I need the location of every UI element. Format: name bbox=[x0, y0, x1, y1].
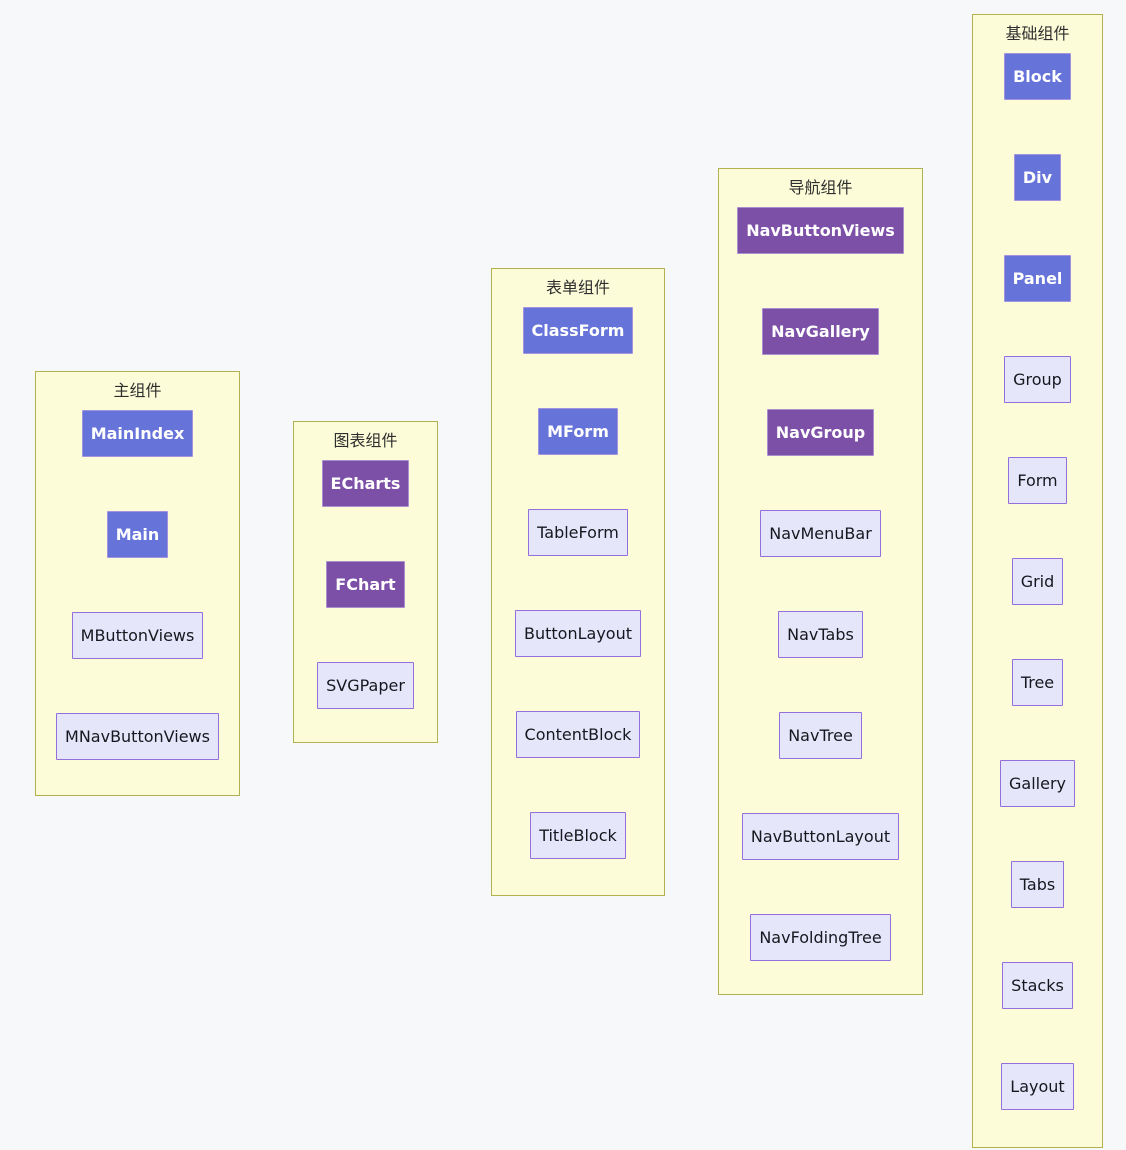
component-node-layout[interactable]: Layout bbox=[1001, 1063, 1074, 1110]
component-node-navmenubar[interactable]: NavMenuBar bbox=[760, 510, 881, 557]
component-node-navbuttonlayout[interactable]: NavButtonLayout bbox=[741, 813, 900, 860]
group-title: 导航组件 bbox=[788, 178, 853, 197]
component-node-mainindex[interactable]: MainIndex bbox=[81, 410, 194, 457]
component-node-stacks[interactable]: Stacks bbox=[1002, 962, 1073, 1009]
component-node-mbuttonviews[interactable]: MButtonViews bbox=[71, 612, 204, 659]
component-node-navgallery[interactable]: NavGallery bbox=[762, 308, 879, 355]
component-node-fchart[interactable]: FChart bbox=[326, 561, 405, 608]
component-node-navbuttonviews[interactable]: NavButtonViews bbox=[737, 207, 904, 254]
component-node-classform[interactable]: ClassForm bbox=[522, 307, 634, 354]
group-title: 主组件 bbox=[113, 381, 162, 400]
component-node-navtabs[interactable]: NavTabs bbox=[778, 611, 863, 658]
component-node-svgpaper[interactable]: SVGPaper bbox=[317, 662, 414, 709]
component-node-tabs[interactable]: Tabs bbox=[1010, 861, 1065, 908]
component-node-navgroup[interactable]: NavGroup bbox=[766, 409, 875, 456]
group-title: 表单组件 bbox=[545, 278, 610, 297]
component-node-navfoldingtree[interactable]: NavFoldingTree bbox=[750, 914, 891, 961]
component-node-div[interactable]: Div bbox=[1013, 154, 1062, 201]
component-node-contentblock[interactable]: ContentBlock bbox=[515, 711, 641, 758]
component-node-mnavbuttonviews[interactable]: MNavButtonViews bbox=[56, 713, 219, 760]
component-node-group[interactable]: Group bbox=[1004, 356, 1071, 403]
component-node-echarts[interactable]: ECharts bbox=[321, 460, 410, 507]
group-title: 基础组件 bbox=[1005, 24, 1070, 43]
component-node-main[interactable]: Main bbox=[106, 511, 169, 558]
component-node-grid[interactable]: Grid bbox=[1011, 558, 1064, 605]
component-node-gallery[interactable]: Gallery bbox=[1000, 760, 1075, 807]
component-node-block[interactable]: Block bbox=[1004, 53, 1071, 100]
component-node-mform[interactable]: MForm bbox=[538, 408, 618, 455]
component-node-tableform[interactable]: TableForm bbox=[528, 509, 628, 556]
component-node-titleblock[interactable]: TitleBlock bbox=[530, 812, 626, 859]
component-node-navtree[interactable]: NavTree bbox=[779, 712, 862, 759]
component-node-form[interactable]: Form bbox=[1008, 457, 1067, 504]
component-node-panel[interactable]: Panel bbox=[1003, 255, 1072, 302]
component-node-tree[interactable]: Tree bbox=[1011, 659, 1064, 706]
group-title: 图表组件 bbox=[333, 431, 398, 450]
component-node-buttonlayout[interactable]: ButtonLayout bbox=[515, 610, 641, 657]
